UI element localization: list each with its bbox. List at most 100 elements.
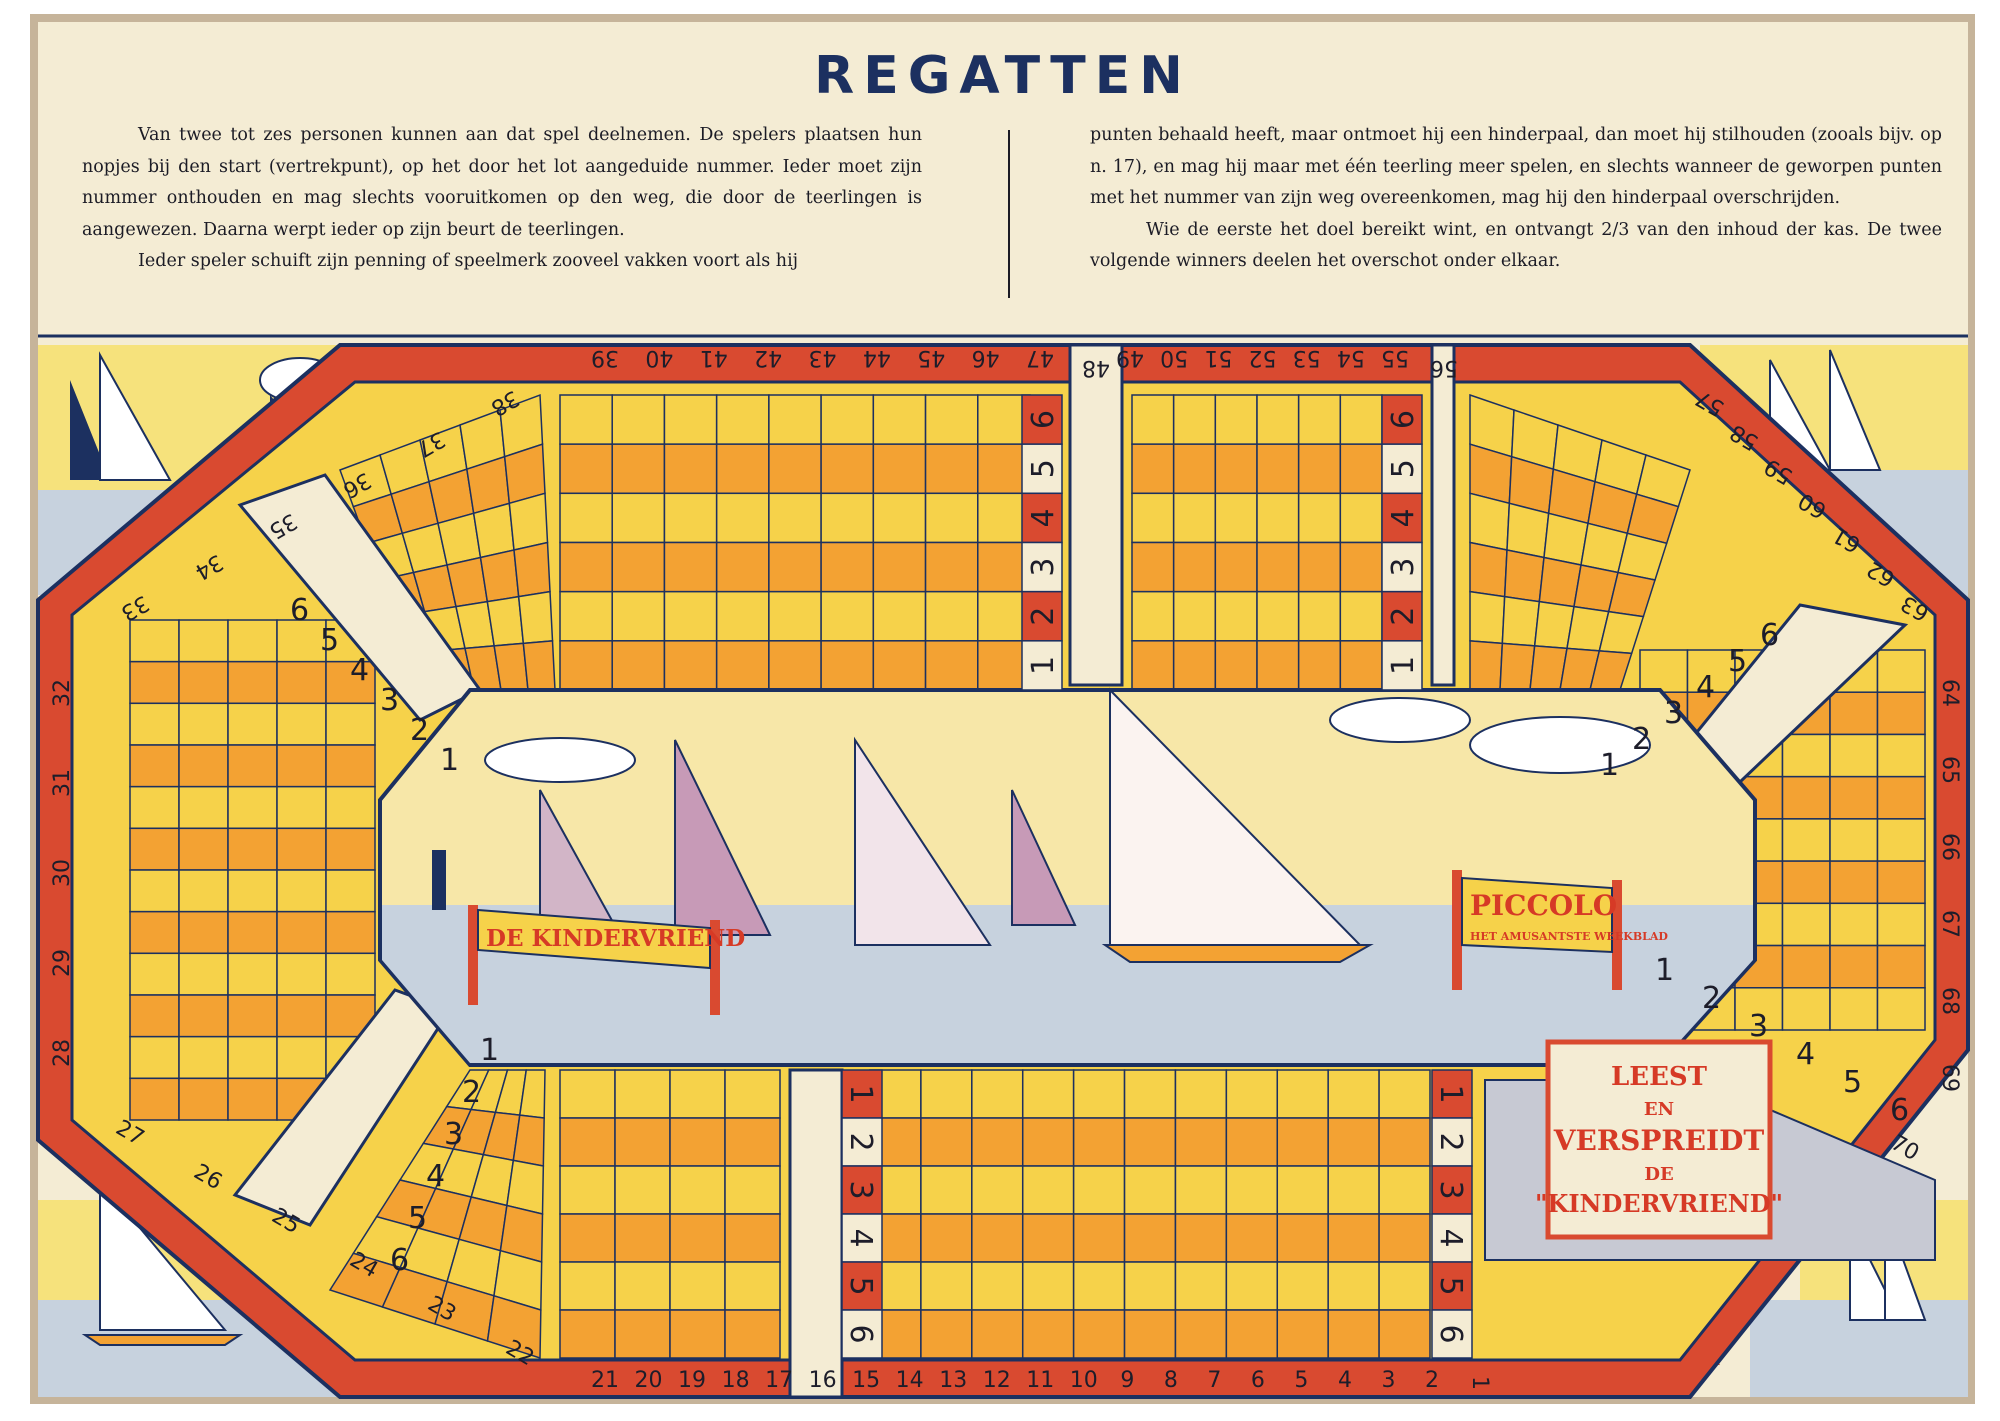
- track-number: 10: [1070, 1368, 1098, 1393]
- track-number: 18: [722, 1368, 750, 1393]
- board-square: [1327, 1165, 1380, 1215]
- board-square: [1131, 590, 1175, 642]
- board-square: [1256, 590, 1300, 642]
- board-square: [1131, 394, 1175, 445]
- board-square: [1276, 1309, 1329, 1359]
- lane-digit: 6: [1890, 1093, 1909, 1128]
- track-number: 41: [700, 345, 728, 370]
- board-square: [1327, 1261, 1380, 1311]
- board-square: [669, 1261, 726, 1311]
- track-number: 16: [809, 1368, 837, 1393]
- banner-subtitle: HET AMUSANTSTE WEEKBLAD: [1470, 930, 1668, 943]
- lane-grid-left: [129, 619, 376, 1121]
- cloud-icon: [1329, 697, 1471, 743]
- track-number: 2: [1425, 1368, 1439, 1393]
- board-square: [663, 443, 718, 495]
- board-square: [1339, 640, 1383, 691]
- board-square: [129, 660, 180, 705]
- board-square: [559, 1165, 616, 1215]
- board-square: [227, 660, 278, 705]
- lane-grid-lower-left: [328, 1069, 546, 1360]
- board-square: [768, 590, 822, 642]
- lane-digit-cell: [1021, 394, 1063, 445]
- sail-icon: [99, 351, 172, 481]
- board-square: [1172, 590, 1217, 642]
- board-square: [820, 443, 875, 495]
- board-square: [1072, 1261, 1126, 1311]
- lane-digit: 3: [380, 683, 399, 718]
- track-number: 5: [1294, 1368, 1308, 1393]
- lane-digit: 6: [1386, 410, 1421, 429]
- lane-digit: 5: [1728, 644, 1747, 679]
- board-square: [724, 1165, 781, 1215]
- lane-digit: 1: [843, 1084, 878, 1103]
- board-square: [559, 1117, 616, 1167]
- board-square: [1225, 1261, 1279, 1311]
- track-number: 52: [1249, 345, 1277, 370]
- advert-box: LEEST EN VERSPREIDT DE "KINDERVRIEND": [1484, 1039, 1936, 1261]
- board-square: [669, 1117, 726, 1167]
- board-square: [1339, 443, 1383, 495]
- board-square: [611, 443, 666, 495]
- board-square: [724, 1117, 781, 1167]
- board-square: [1781, 775, 1831, 820]
- board-square: [1781, 987, 1831, 1031]
- board-square: [1021, 1309, 1075, 1359]
- board-square: [768, 443, 822, 495]
- board-square: [178, 744, 229, 788]
- track-number: 64: [1937, 679, 1962, 707]
- board-square: [1131, 640, 1175, 691]
- board-square: [1072, 1117, 1126, 1167]
- lane-digit-cell: [1431, 1165, 1473, 1215]
- board-square: [1214, 640, 1258, 691]
- board-square: [1123, 1069, 1177, 1119]
- board-square: [559, 492, 613, 544]
- board-square: [1734, 987, 1784, 1031]
- board-square: [178, 1077, 229, 1121]
- lane-digit: 3: [1664, 696, 1683, 731]
- track-number: 9: [1120, 1368, 1134, 1393]
- banner-label: DE KINDERVRIEND: [486, 925, 745, 952]
- board-square: [178, 910, 229, 955]
- board-square: [559, 590, 613, 642]
- lane-digit: 3: [1386, 558, 1421, 577]
- track-number: 29: [50, 949, 75, 977]
- board-square: [924, 443, 979, 495]
- board-square: [920, 1309, 973, 1359]
- track-number: 65: [1937, 756, 1962, 784]
- board-square: [1072, 1165, 1126, 1215]
- board-square: [1469, 590, 1506, 645]
- board-square: [724, 1069, 781, 1119]
- board-square: [1123, 1261, 1177, 1311]
- board-square: [559, 394, 613, 445]
- lane-digit: 2: [1702, 981, 1721, 1016]
- track-number: 45: [917, 345, 945, 370]
- board-square: [227, 910, 278, 955]
- lane-digit: 3: [843, 1180, 878, 1199]
- board-square: [1214, 541, 1258, 593]
- board-square: [129, 619, 180, 663]
- board-square: [129, 1035, 180, 1080]
- board-square: [614, 1261, 671, 1311]
- track-number: 28: [50, 1039, 75, 1067]
- board-square: [1876, 733, 1926, 778]
- board-square: [1172, 443, 1217, 495]
- track-number: 39: [591, 345, 619, 370]
- board-square: [1378, 1213, 1431, 1263]
- board-square: [1174, 1309, 1228, 1359]
- track-number: 43: [809, 345, 837, 370]
- track-number: 6: [1251, 1368, 1265, 1393]
- board-square: [663, 640, 718, 691]
- board-square: [1021, 1261, 1075, 1311]
- board-square: [227, 1077, 278, 1121]
- banner-piccolo: PICCOLO HET AMUSANTSTE WEEKBLAD: [1452, 870, 1668, 990]
- board-square: [614, 1213, 671, 1263]
- track-number: 8: [1164, 1368, 1178, 1393]
- board-square: [1072, 1069, 1126, 1119]
- board-square: [768, 640, 822, 691]
